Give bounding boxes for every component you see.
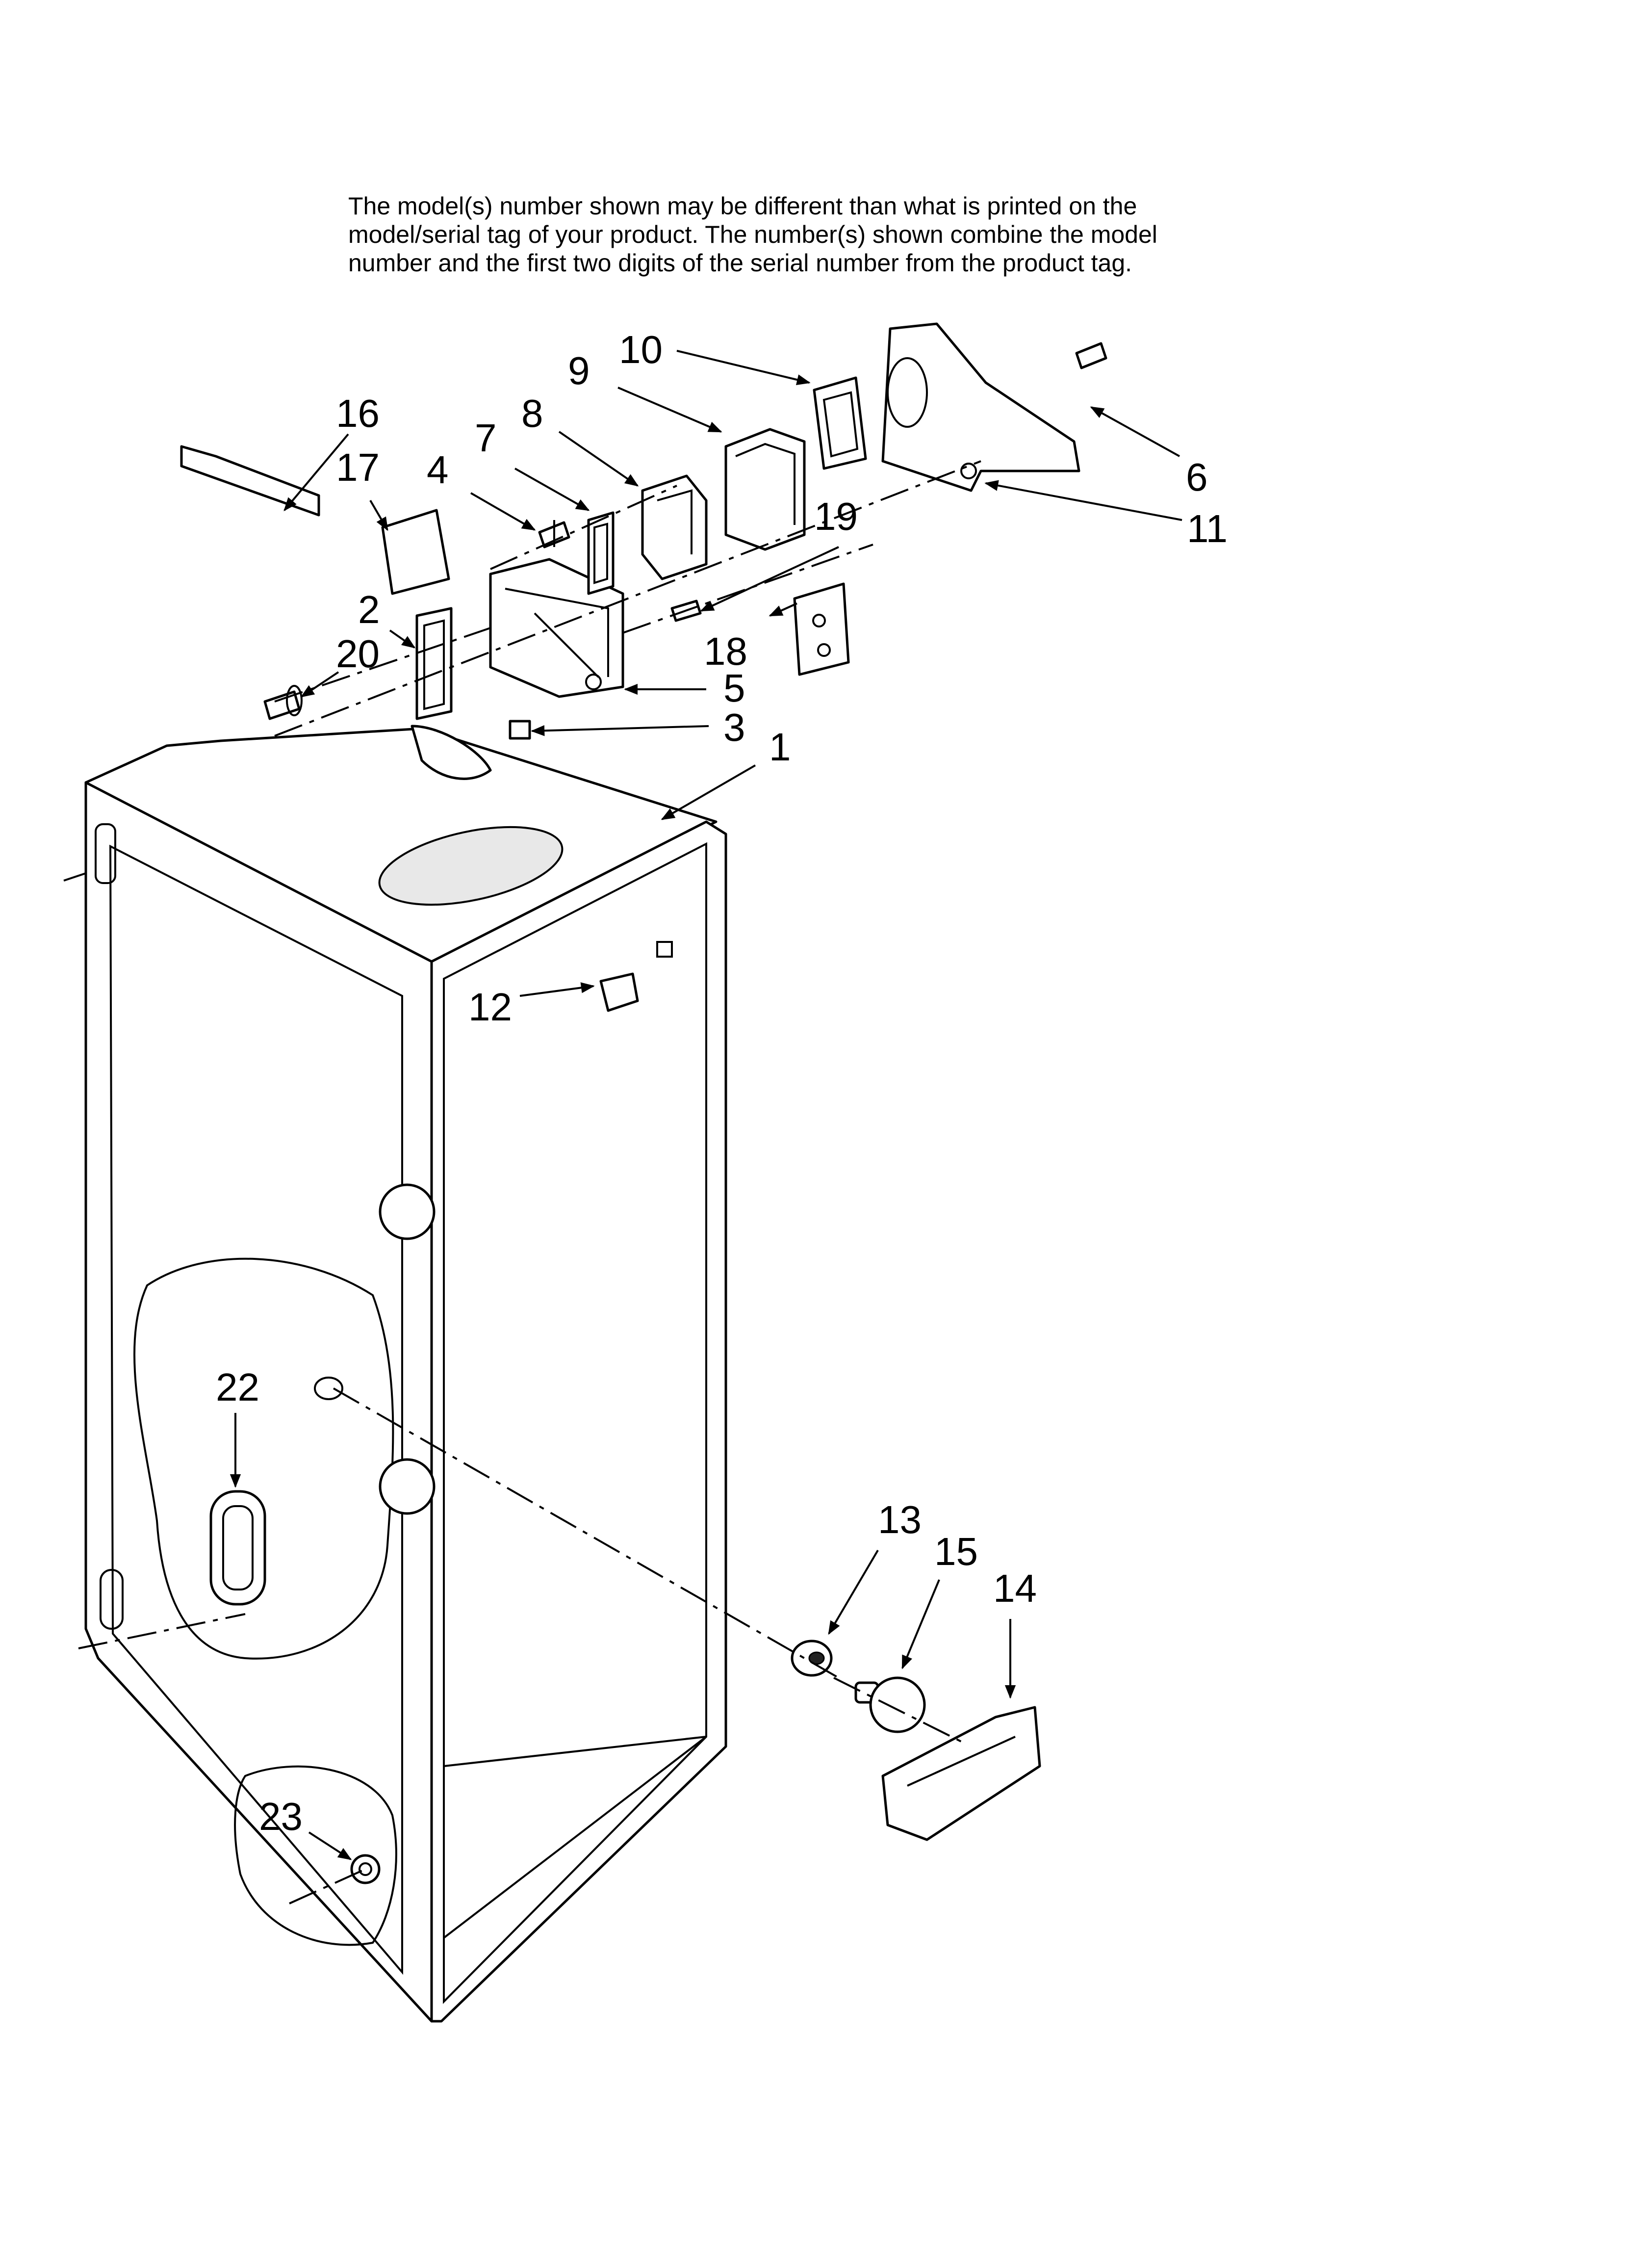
callout-5: 5: [723, 666, 745, 710]
callout-18: 18: [704, 629, 747, 673]
callout-2: 2: [358, 588, 380, 631]
part-17-label: [381, 509, 450, 595]
callout-7: 7: [475, 416, 497, 460]
callout-1: 1: [769, 725, 791, 769]
callout-15: 15: [934, 1530, 978, 1573]
callout-3: 3: [723, 705, 745, 749]
callout-4: 4: [427, 448, 449, 492]
callout-12: 12: [468, 985, 512, 1029]
note-line-2: model/serial tag of your product. The nu…: [348, 221, 1157, 248]
part-15-bulb: [854, 1676, 926, 1733]
part-22-vent: [209, 1490, 266, 1606]
part-16-bracket: [180, 445, 320, 517]
part-9-housing: [724, 428, 806, 551]
part-23-plug: [350, 1854, 381, 1884]
leader-lines: [230, 350, 1182, 1860]
callout-23: 23: [259, 1795, 303, 1838]
callout-8: 8: [521, 391, 543, 435]
note-line-3: number and the first two digits of the s…: [348, 249, 1132, 277]
callout-11: 11: [1187, 507, 1228, 550]
part-13-socket: [791, 1640, 833, 1677]
callout-13: 13: [878, 1498, 922, 1541]
liner-cabinet: [84, 725, 727, 2023]
part-12-switch: [599, 941, 673, 1012]
part-20-screw: [263, 685, 303, 720]
part-6-screw: [1075, 342, 1107, 369]
note-line-1: The model(s) number shown may be differe…: [348, 192, 1137, 220]
callout-6: 6: [1186, 455, 1208, 499]
callout-16: 16: [336, 391, 380, 435]
callout-14: 14: [993, 1566, 1037, 1610]
part-18-plate: [793, 582, 850, 676]
callout-19: 19: [814, 495, 858, 538]
model-number-note: The model(s) number shown may be differe…: [348, 192, 1157, 277]
callout-17: 17: [336, 445, 380, 489]
part-2-gasket: [415, 607, 453, 720]
part-8-motor: [641, 474, 708, 580]
part-7-gasket: [587, 511, 615, 595]
part-11-fan-shroud: [881, 322, 1080, 492]
part-10-gasket: [813, 376, 867, 470]
callouts: 1 2 3 4 5 6 7 8 9 10 11 12 13 14 15 16 1…: [216, 328, 1228, 1838]
part-3-clip: [509, 720, 531, 740]
callout-9: 9: [568, 349, 590, 392]
part-14-light-shield: [881, 1706, 1041, 1841]
part-4-screw: [538, 520, 570, 548]
callout-10: 10: [619, 328, 663, 371]
callout-20: 20: [336, 632, 380, 676]
callout-22: 22: [216, 1365, 259, 1409]
